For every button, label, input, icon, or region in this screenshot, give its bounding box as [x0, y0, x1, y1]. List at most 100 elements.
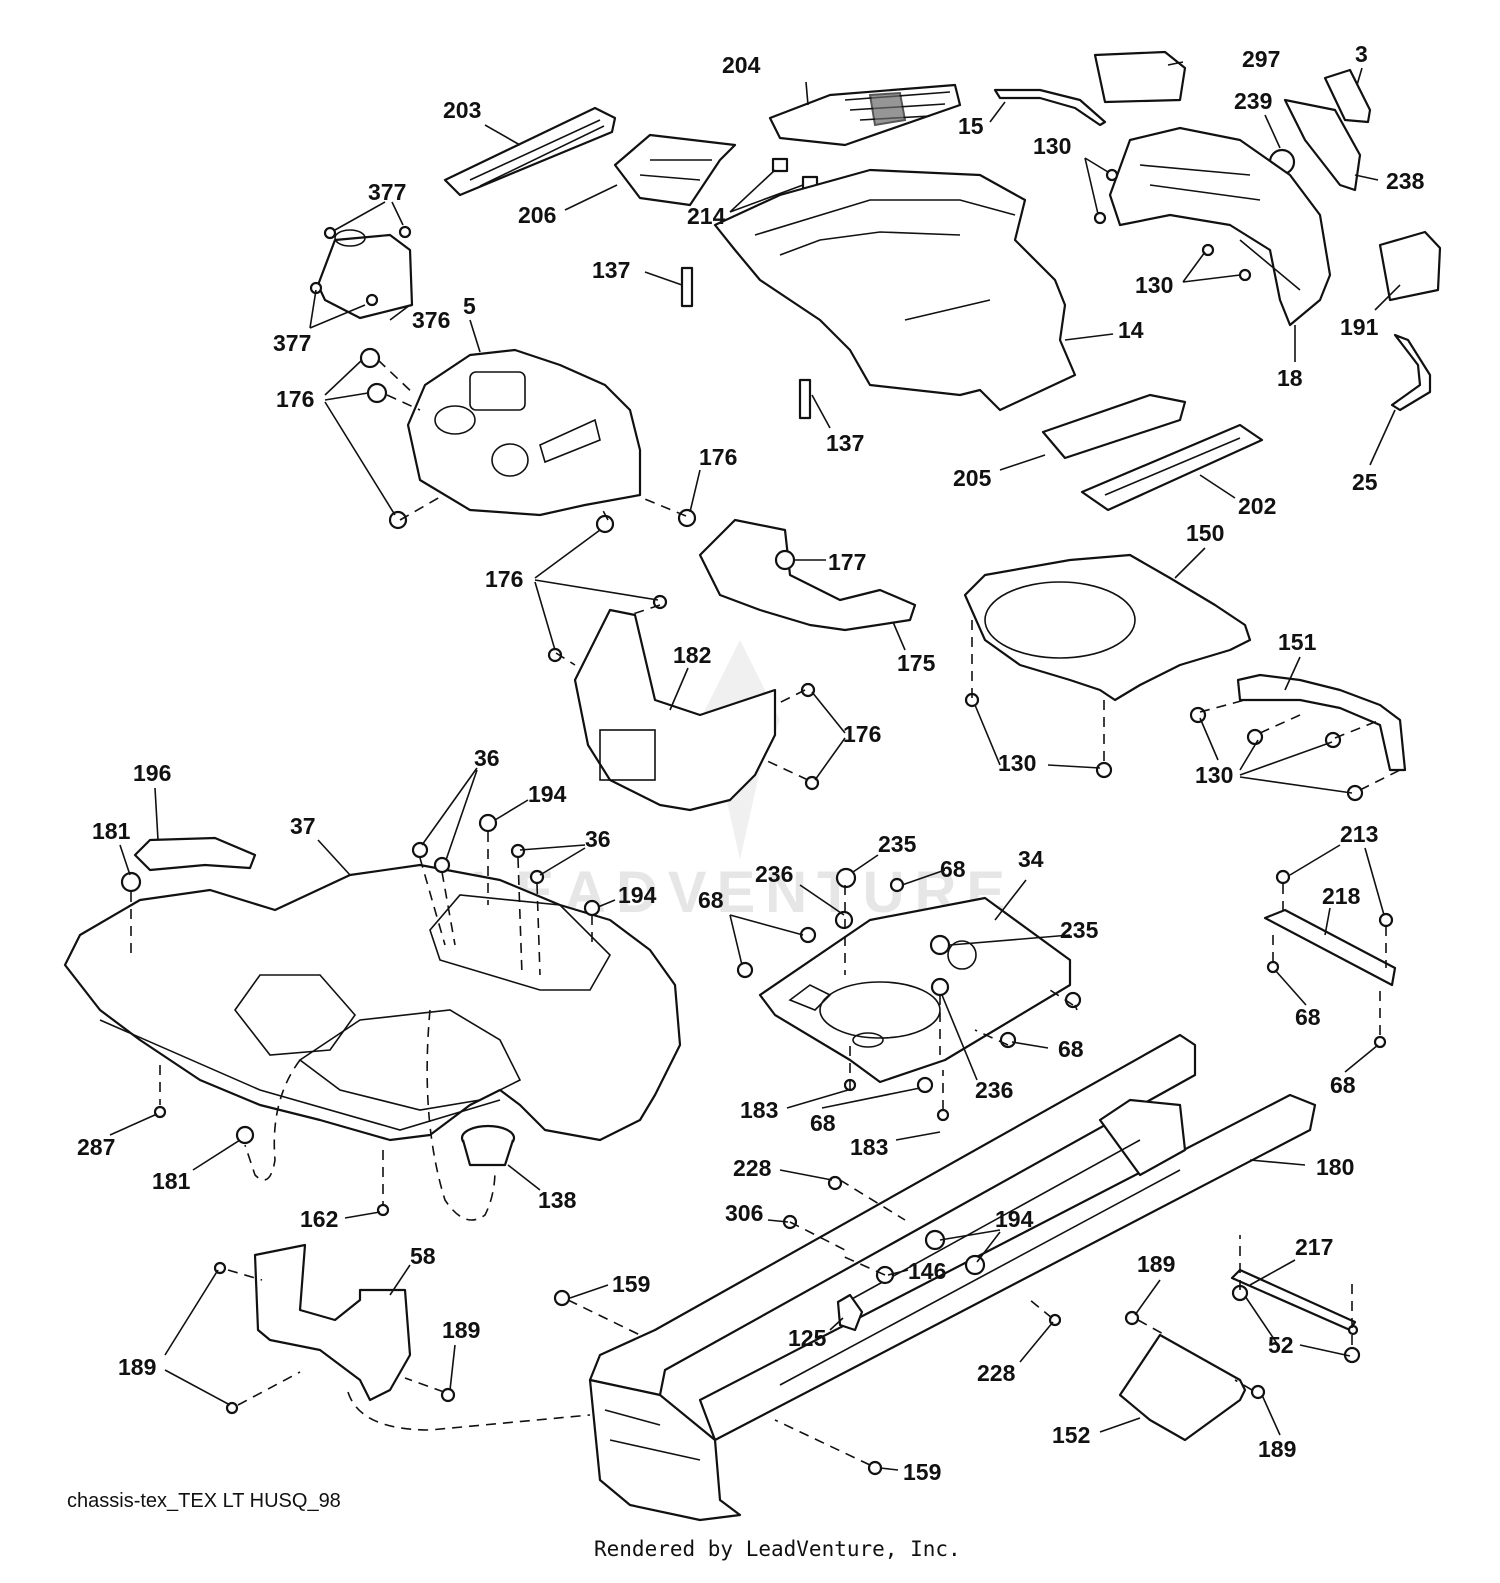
part-206-vent[interactable]	[613, 133, 737, 207]
label-138[interactable]: 138	[538, 1187, 577, 1213]
label-213[interactable]: 213	[1340, 821, 1378, 847]
label-377-bottom[interactable]: 377	[273, 330, 311, 356]
label-68-e[interactable]: 68	[1330, 1072, 1356, 1098]
label-130-mid[interactable]: 130	[1135, 272, 1173, 298]
label-36-top[interactable]: 36	[474, 745, 500, 771]
part-18-front-fender[interactable]	[1108, 126, 1332, 327]
label-162[interactable]: 162	[300, 1206, 338, 1232]
part-204-grille[interactable]	[768, 83, 962, 147]
label-194-frame[interactable]: 194	[995, 1206, 1034, 1232]
part-137-pad-upper[interactable]	[680, 266, 694, 308]
part-376-bracket[interactable]	[316, 229, 414, 320]
label-146[interactable]: 146	[908, 1258, 946, 1284]
label-150[interactable]: 150	[1186, 520, 1224, 546]
label-189-bottom[interactable]: 189	[1258, 1436, 1296, 1462]
part-25-strip[interactable]	[1390, 333, 1432, 412]
part-203-trim[interactable]	[443, 106, 617, 197]
label-176-right[interactable]: 176	[699, 444, 737, 470]
label-52[interactable]: 52	[1268, 1332, 1294, 1358]
part-214-clips[interactable]	[771, 157, 819, 191]
label-189-bracket[interactable]: 189	[442, 1317, 480, 1343]
part-202-grille[interactable]	[1080, 423, 1264, 512]
label-202[interactable]: 202	[1238, 493, 1276, 519]
label-217[interactable]: 217	[1295, 1234, 1333, 1260]
label-137-top[interactable]: 137	[592, 257, 630, 283]
label-194-mid[interactable]: 194	[618, 882, 657, 908]
part-58-bracket[interactable]	[253, 1243, 412, 1402]
part-37-fender[interactable]	[63, 863, 682, 1142]
label-152[interactable]: 152	[1052, 1422, 1090, 1448]
label-176-lower[interactable]: 176	[843, 721, 881, 747]
label-36-mid[interactable]: 36	[585, 826, 611, 852]
label-37[interactable]: 37	[290, 813, 316, 839]
label-68-f[interactable]: 68	[810, 1110, 836, 1136]
label-25[interactable]: 25	[1352, 469, 1378, 495]
label-15[interactable]: 15	[958, 113, 984, 139]
part-196-cap[interactable]	[133, 836, 257, 872]
part-34-plate[interactable]	[758, 896, 1072, 1084]
part-3-emblem[interactable]	[1323, 68, 1372, 124]
label-206[interactable]: 206	[518, 202, 556, 228]
label-180[interactable]: 180	[1316, 1154, 1354, 1180]
part-182-lower-dash[interactable]	[573, 608, 777, 812]
part-150-housing[interactable]	[963, 553, 1252, 702]
label-181-bottom[interactable]: 181	[152, 1168, 191, 1194]
label-218[interactable]: 218	[1322, 883, 1361, 909]
part-180-frame[interactable]	[588, 1033, 1317, 1522]
part-151-bracket[interactable]	[1236, 673, 1407, 772]
label-125[interactable]: 125	[788, 1325, 827, 1351]
label-287[interactable]: 287	[77, 1134, 115, 1160]
part-217-rod[interactable]	[1230, 1268, 1357, 1332]
label-130-bracket[interactable]: 130	[1195, 762, 1233, 788]
label-68-d[interactable]: 68	[1058, 1036, 1084, 1062]
label-228-top[interactable]: 228	[733, 1155, 772, 1181]
label-236-bottom[interactable]: 236	[975, 1077, 1013, 1103]
label-58[interactable]: 58	[410, 1243, 436, 1269]
label-176-left[interactable]: 176	[276, 386, 314, 412]
label-130-top[interactable]: 130	[1033, 133, 1071, 159]
part-138-bushing[interactable]	[460, 1124, 516, 1167]
part-14-hood[interactable]	[713, 168, 1077, 412]
label-18[interactable]: 18	[1277, 365, 1303, 391]
label-68-a[interactable]: 68	[940, 856, 966, 882]
label-196[interactable]: 196	[133, 760, 171, 786]
label-189-top[interactable]: 189	[1137, 1251, 1175, 1277]
label-181-top[interactable]: 181	[92, 818, 131, 844]
label-235-top[interactable]: 235	[878, 831, 917, 857]
part-15-strip[interactable]	[993, 88, 1107, 127]
label-68-b[interactable]: 68	[698, 887, 724, 913]
part-205-vent[interactable]	[1041, 393, 1187, 460]
label-176-center[interactable]: 176	[485, 566, 523, 592]
label-239[interactable]: 239	[1234, 88, 1272, 114]
part-238-panel[interactable]	[1283, 98, 1362, 192]
label-34[interactable]: 34	[1018, 846, 1044, 872]
label-214[interactable]: 214	[687, 203, 726, 229]
label-191[interactable]: 191	[1340, 314, 1379, 340]
label-194-top[interactable]: 194	[528, 781, 567, 807]
label-68-c[interactable]: 68	[1295, 1004, 1321, 1030]
label-182[interactable]: 182	[673, 642, 711, 668]
label-3[interactable]: 3	[1355, 41, 1368, 67]
part-175-plate[interactable]	[698, 518, 917, 632]
label-236-top[interactable]: 236	[755, 861, 793, 887]
label-159-bottom[interactable]: 159	[903, 1459, 941, 1485]
label-159-top[interactable]: 159	[612, 1271, 650, 1297]
label-151[interactable]: 151	[1278, 629, 1317, 655]
label-238[interactable]: 238	[1386, 168, 1425, 194]
label-297[interactable]: 297	[1242, 46, 1280, 72]
label-306[interactable]: 306	[725, 1200, 763, 1226]
label-183-left[interactable]: 183	[740, 1097, 778, 1123]
label-377-top[interactable]: 377	[368, 179, 406, 205]
part-137-pad-lower[interactable]	[798, 378, 812, 420]
label-5[interactable]: 5	[463, 293, 476, 319]
label-228-bottom[interactable]: 228	[977, 1360, 1016, 1386]
label-137-bottom[interactable]: 137	[826, 430, 864, 456]
label-203[interactable]: 203	[443, 97, 481, 123]
label-235-right[interactable]: 235	[1060, 917, 1099, 943]
label-183-right[interactable]: 183	[850, 1134, 888, 1160]
label-130-housing[interactable]: 130	[998, 750, 1036, 776]
label-189-left[interactable]: 189	[118, 1354, 156, 1380]
part-297-decal[interactable]	[1093, 50, 1187, 104]
label-376[interactable]: 376	[412, 307, 450, 333]
part-218-bar[interactable]	[1263, 908, 1397, 987]
